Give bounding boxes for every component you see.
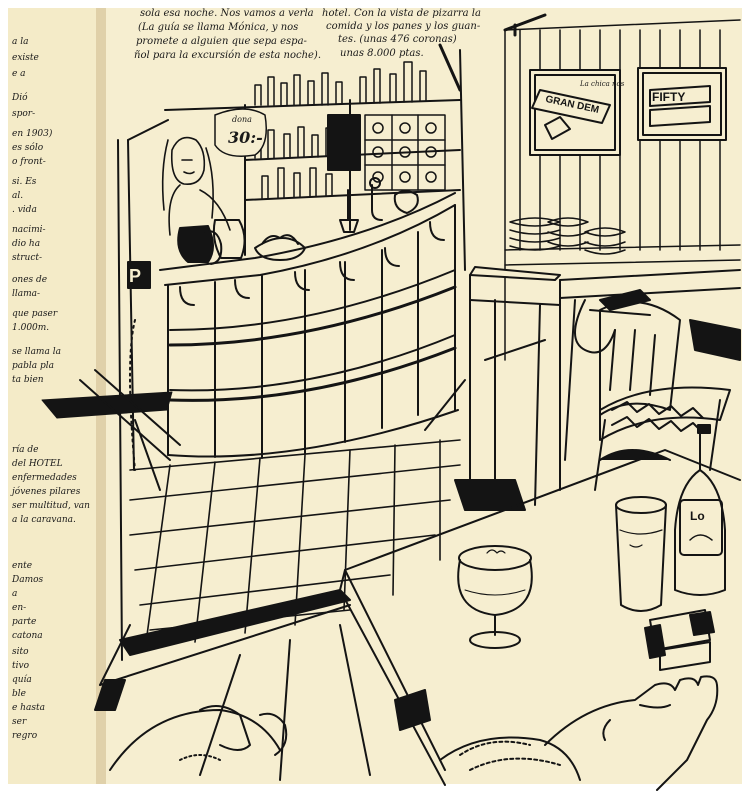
margin-line: ble [12,689,26,699]
bottle-label: Lo [690,509,705,523]
margin-line: ente [12,561,32,571]
price-tag-value: 30:- [228,128,263,147]
margin-line: struct- [12,253,42,263]
ceiling-pole [438,13,547,92]
poster-2-text: FIFTY [652,90,685,104]
notes-left-margin-2: ría de del HOTEL enfermedades jóvenes pi… [10,444,90,525]
price-tag-top: dona [232,115,252,124]
poster-1-top-text: La chica nos [579,80,625,88]
note-top-right-line-3: tes. (unas 476 coronas) [338,34,457,45]
margin-line: e a [12,69,26,79]
poster-1 [529,69,621,156]
note-top-left-line-4: ñol para la excursión de esta noche). [134,50,321,61]
margin-line: dio ha [12,239,40,249]
snifter-glass [457,545,533,649]
margin-line: e hasta [12,703,45,713]
margin-line: nacimi- [12,225,46,235]
notes-left-margin-1: a la existe e a Dió spor- en 1903) es só… [11,37,61,385]
margin-line: 1.000m. [12,323,49,333]
note-top-right-line-4: unas 8.000 ptas. [340,48,424,59]
margin-line: es sólo [12,142,44,153]
margin-line: enfermedades [12,473,77,483]
margin-line: pabla pla [12,361,54,371]
margin-line: al. [12,191,23,201]
note-top-right-line-1: hotel. Con la vista de pizarra la [322,8,481,19]
margin-line: regro [12,731,38,741]
margin-line: se llama la [12,347,61,357]
note-top-left-line-3: promete a alguien que sepa espa- [136,36,308,47]
margin-line: sito [12,647,29,657]
margin-line: a [12,589,17,599]
blackboard [327,114,361,171]
stair-post [424,266,561,511]
margin-line: a la [12,37,28,47]
margin-line: catona [12,631,43,641]
notes-top-right: hotel. Con la vista de pizarra la comida… [322,8,481,59]
hand [544,675,719,791]
beer-glass [615,496,667,612]
margin-line: ser [12,717,27,727]
margin-line: tivo [12,661,30,671]
notes-left-margin-3: ente Damos a en- parte catona sito tivo … [11,561,45,741]
margin-line: . vida [12,205,37,215]
margin-line: jóvenes pilares [10,486,81,497]
margin-line: parte [12,617,36,627]
coffee-pots [177,219,246,265]
wooden-chair [594,289,741,491]
beer-taps [339,177,419,233]
note-top-left-line-1: sola esa noche. Nos vamos a verla [140,8,314,19]
foreground-table [339,449,741,786]
margin-line: a la caravana. [12,515,76,525]
beer-bottle [674,424,726,596]
notes-top-left: sola esa noche. Nos vamos a verla (La gu… [134,8,321,61]
margin-line: en- [12,603,26,613]
margin-line: ta bien [12,375,44,385]
floor-edge [119,589,351,656]
poster-2 [637,67,727,141]
price-tag: dona 30:- [214,108,267,157]
margin-line: quía [12,674,32,685]
handrail-left [41,369,181,491]
margin-line: Damos [11,575,44,585]
note-top-right-line-2: comida y los panes y los guan- [326,21,481,32]
margin-line: Dió [11,92,28,103]
parking-sign: P [129,266,141,286]
margin-line: ría de [12,444,39,455]
margin-line: llama- [12,289,40,299]
margin-line: o front- [12,157,46,167]
note-top-left-line-2: (La guía se llama Mónica, y nos [138,22,298,33]
margin-line: en 1903) [12,128,53,139]
margin-line: que paser [12,309,58,319]
knit-sleeve [439,736,581,781]
margin-line: del HOTEL [12,459,63,469]
margin-line: spor- [12,109,35,119]
margin-line: ser multitud, van [12,501,90,511]
cigarette-packs [644,609,715,671]
foreground-sleeve-left [109,705,288,771]
left-page [8,8,100,784]
dish-stacks [509,217,626,255]
margin-line: si. Es [12,177,37,187]
bartender-figure [161,136,231,236]
bar-counter [159,192,459,459]
margin-line: existe [12,53,39,63]
margin-line: ones de [12,275,47,285]
